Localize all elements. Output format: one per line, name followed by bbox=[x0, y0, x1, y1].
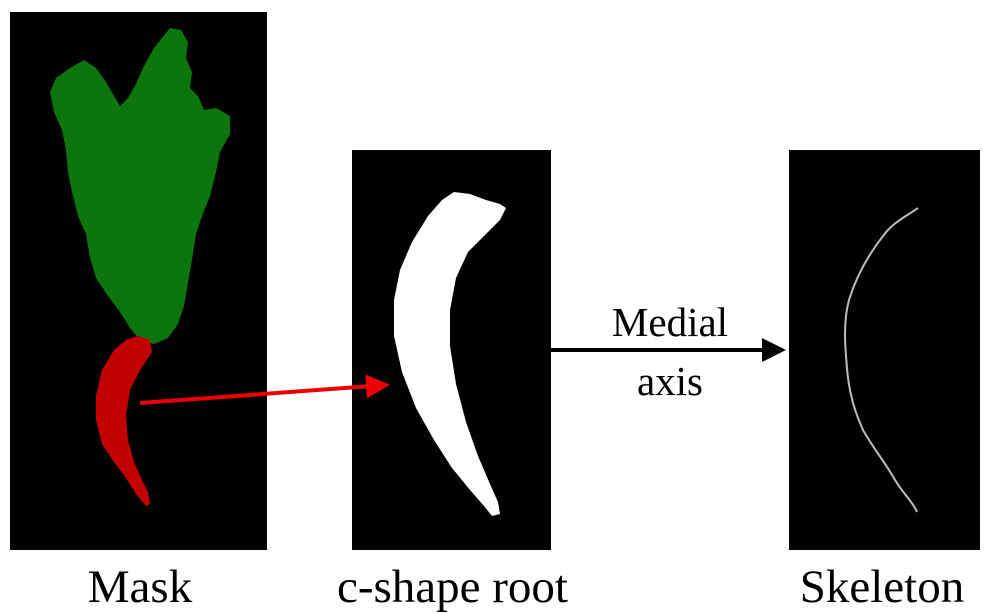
arrow-label-line2: axis bbox=[636, 358, 704, 404]
skeleton-panel bbox=[789, 150, 980, 550]
root-image bbox=[394, 192, 506, 516]
root-panel bbox=[352, 150, 551, 550]
red-arrow bbox=[139, 374, 390, 405]
c-shape-root bbox=[394, 192, 506, 516]
caption-root: c-shape root bbox=[337, 561, 568, 613]
caption-skeleton: Skeleton bbox=[799, 561, 965, 613]
leaf-region bbox=[50, 28, 230, 344]
skeleton-line bbox=[844, 207, 919, 513]
caption-mask: Mask bbox=[87, 561, 193, 613]
skeleton-image bbox=[844, 207, 919, 513]
root-region bbox=[96, 336, 152, 506]
mask-panel bbox=[10, 12, 267, 550]
arrow-label-line1: Medial bbox=[611, 299, 729, 345]
mask-image bbox=[50, 28, 230, 506]
